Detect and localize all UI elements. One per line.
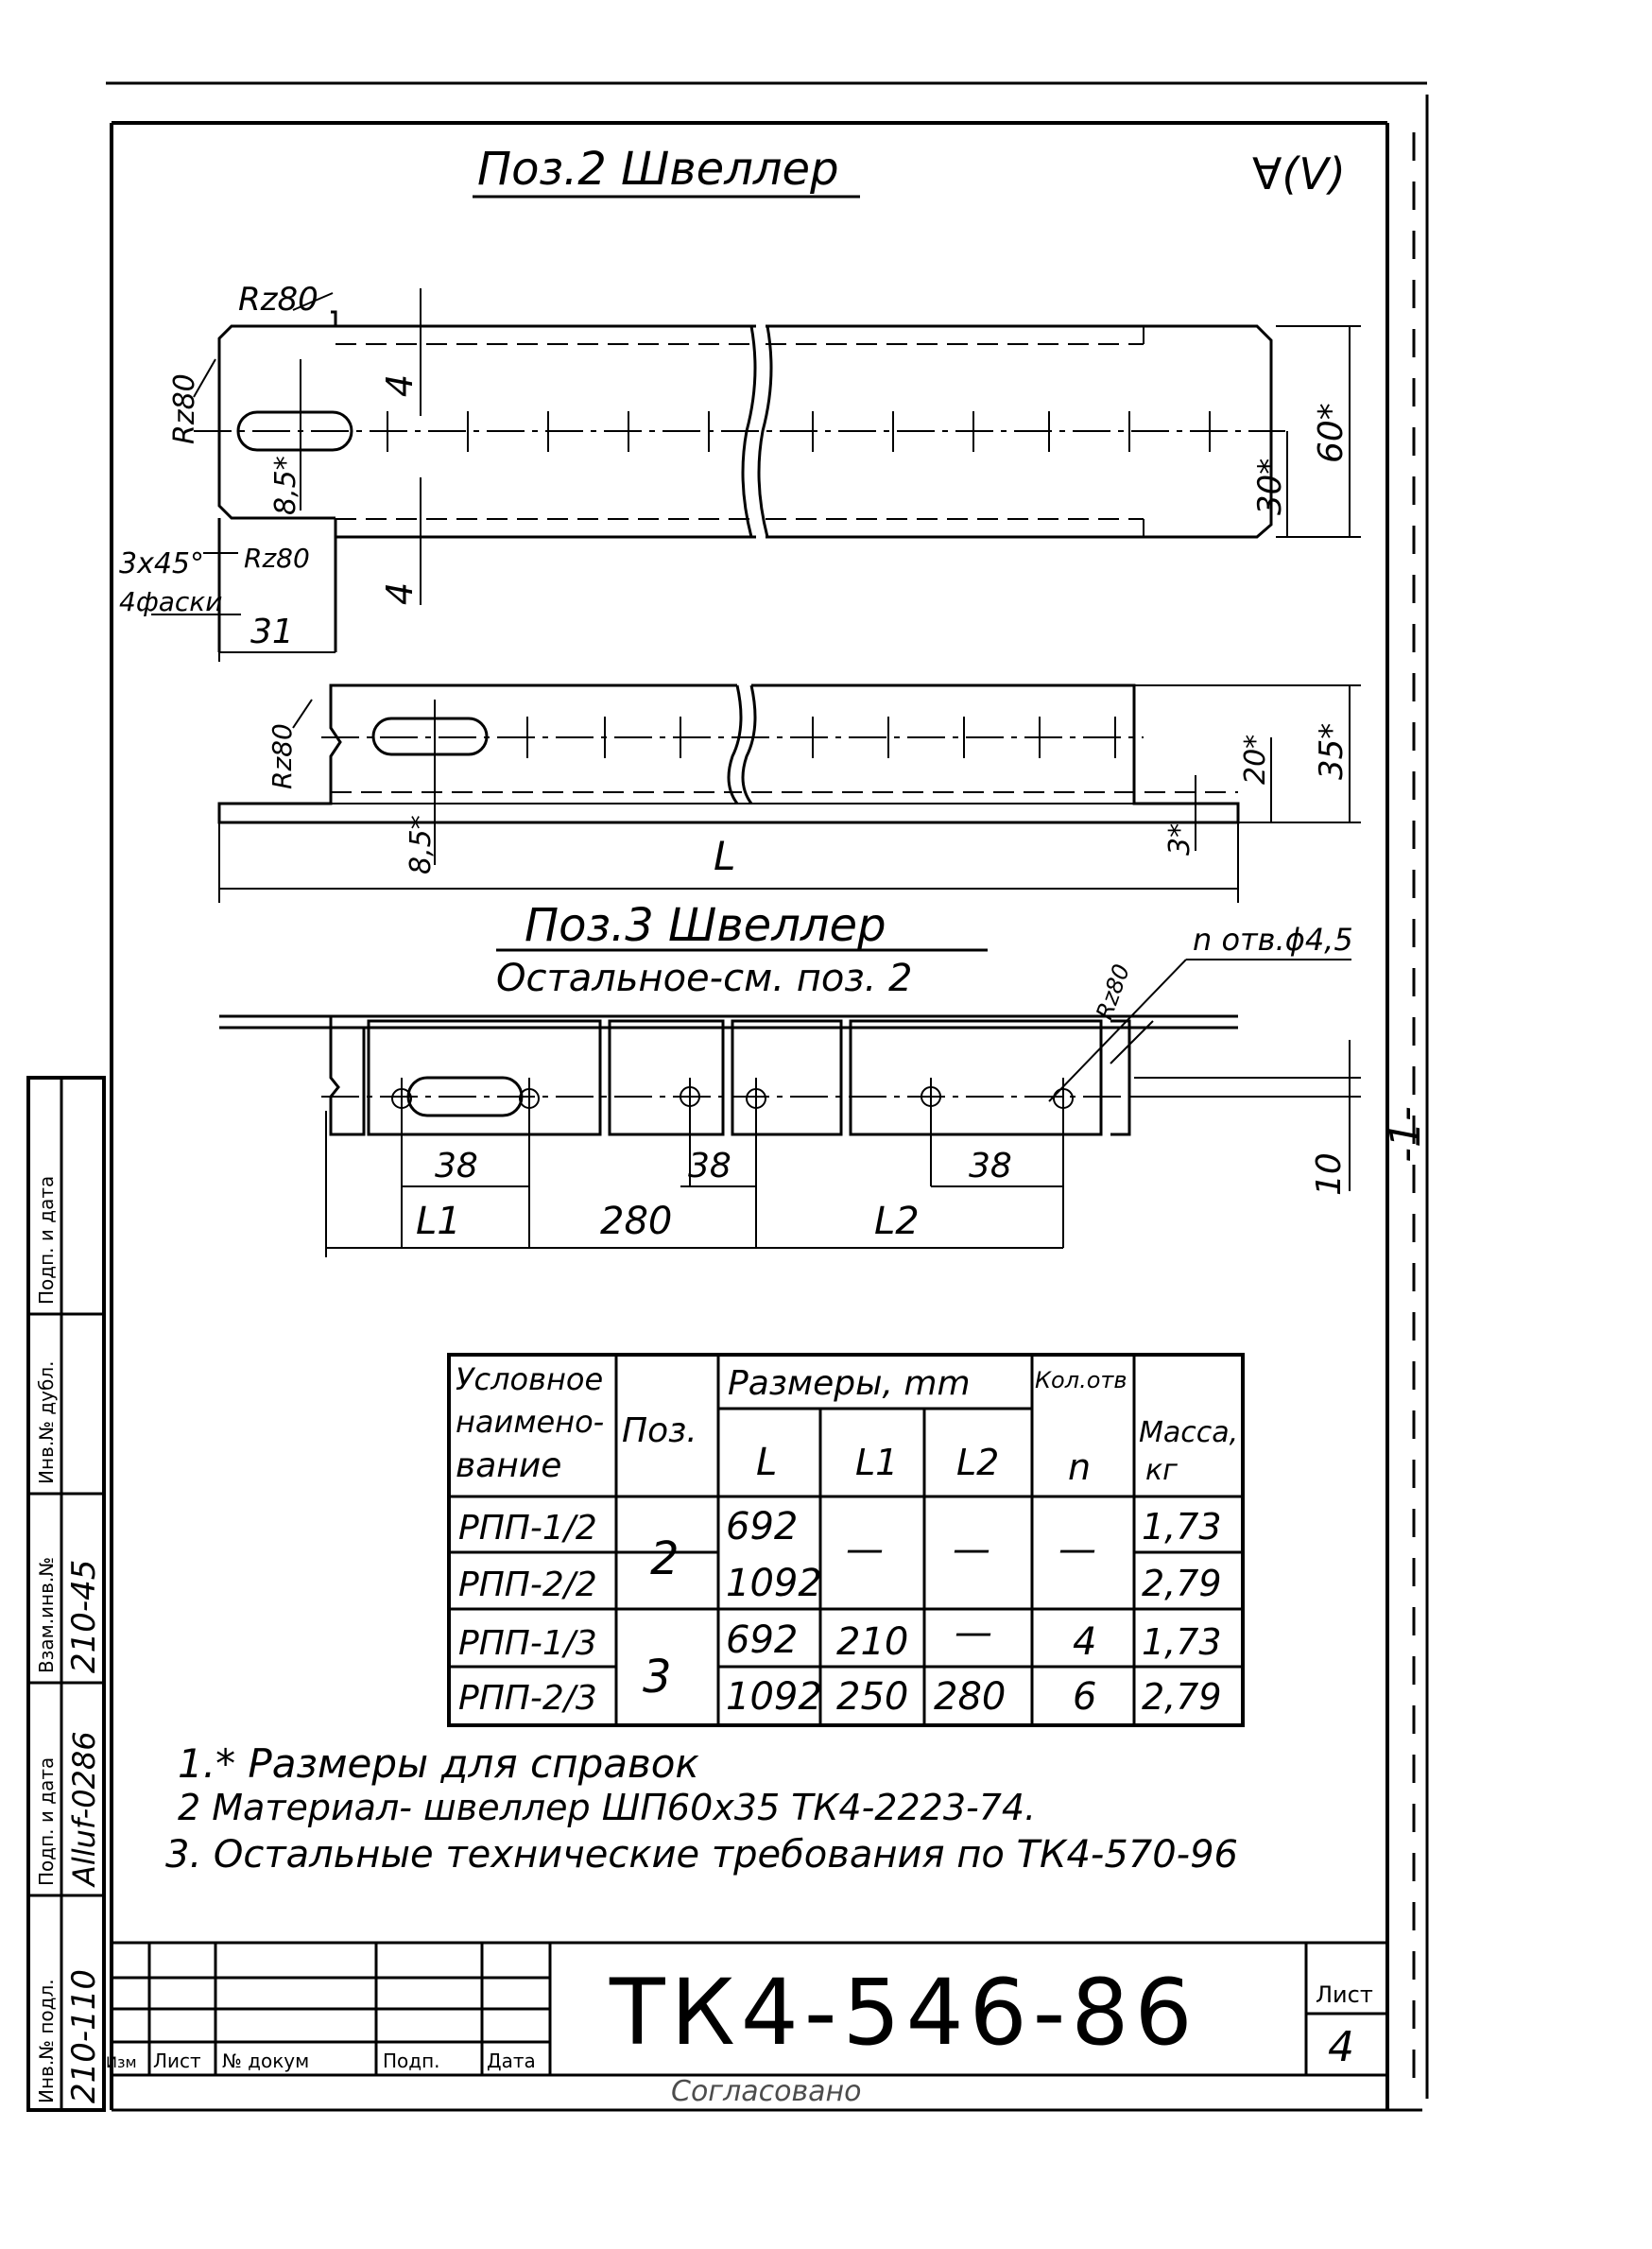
row3-l1: 210 <box>836 1620 908 1664</box>
stamp-sign-value: Alluf-0286 <box>66 1731 102 1888</box>
th-mass-2: кг <box>1145 1454 1178 1487</box>
row3-name: РПП-1/3 <box>458 1624 597 1663</box>
frame-mark: -1- <box>1382 1106 1430 1163</box>
row1-name: РПП-1/2 <box>458 1509 597 1548</box>
rz-top-label: Rz80 <box>238 281 318 319</box>
dim-38-a: 38 <box>435 1147 478 1185</box>
pos3-subtitle: Остальное-см. поз. 2 <box>496 957 912 1000</box>
row2-mass: 2,79 <box>1142 1563 1222 1604</box>
pos2-side-view <box>217 683 1361 903</box>
th-n: n <box>1068 1446 1091 1488</box>
dim-38-c: 38 <box>969 1147 1012 1185</box>
row4-mass: 2,79 <box>1142 1676 1222 1718</box>
dim-20: 20* <box>1239 735 1272 785</box>
row3-l2: — <box>955 1611 992 1654</box>
row1-l: 692 <box>726 1505 798 1548</box>
dim-8-5-a: 8,5* <box>269 456 302 515</box>
spec-table <box>447 1353 1245 1727</box>
dim-60: 60* <box>1312 403 1351 463</box>
dim-31: 31 <box>250 613 294 651</box>
pos2-top-view <box>151 288 1361 662</box>
dim-3: 3* <box>1163 823 1196 856</box>
pos3-rz-label: Rz80 <box>1091 960 1135 1023</box>
side-stamp <box>26 1076 106 2112</box>
stamp-sign-date-2-label: Подп. и дата <box>35 1176 58 1305</box>
dim-280: 280 <box>600 1200 672 1243</box>
row4-l: 1092 <box>726 1675 822 1719</box>
th-pos: Поз. <box>622 1411 697 1450</box>
rz-bottom-label: Rz80 <box>244 543 310 574</box>
th-l1: L1 <box>855 1442 898 1483</box>
stamp-replace-value: 210-45 <box>65 1560 103 1673</box>
col-list: Лист <box>153 2050 201 2072</box>
note-1: 1.* Размеры для справок <box>178 1740 699 1787</box>
stamp-sign-date-1-label: Подп. и дата <box>35 1757 58 1886</box>
chamfer-note: 4фаски <box>119 586 222 617</box>
stamp-inv-dup-label: Инв.№ дубл. <box>35 1361 58 1484</box>
dim-4-bottom: 4 <box>379 582 421 605</box>
stamp-inv-orig-label: Инв.№ подл. <box>35 1979 58 2103</box>
sheet-label: Лист <box>1316 1981 1373 2008</box>
holes-note: n отв.ϕ4,5 <box>1193 922 1353 958</box>
stamp-inv-orig-value: 210-110 <box>65 1969 103 2103</box>
col-sign: Подп. <box>383 2050 440 2072</box>
pos3-view <box>219 1014 1361 1257</box>
row2-l: 1092 <box>726 1562 822 1605</box>
note-3: 3. Остальные технические требования по Т… <box>165 1833 1238 1877</box>
row4-l1: 250 <box>836 1675 908 1719</box>
th-name-3: вание <box>456 1446 561 1485</box>
th-l: L <box>756 1441 777 1484</box>
sheet-number: 4 <box>1328 2023 1354 2071</box>
dim-38-b: 38 <box>688 1147 731 1185</box>
title-block <box>112 1941 1387 2077</box>
row1-mass: 1,73 <box>1142 1506 1222 1548</box>
note-2: 2 Материал- швеллер ШП60х35 ТК4-2223-74. <box>178 1787 1036 1828</box>
th-l2: L2 <box>956 1442 999 1483</box>
roughness-mark: ∀(V) <box>1252 148 1346 199</box>
th-mass-1: Масса, <box>1139 1416 1238 1449</box>
row3-mass: 1,73 <box>1142 1621 1222 1663</box>
doc-number: ТК4-546-86 <box>609 1960 1198 2066</box>
merged-dash-l2: — <box>953 1528 990 1571</box>
col-date: Дата <box>487 2050 536 2072</box>
dim-35: 35* <box>1313 723 1351 780</box>
dim-l1: L1 <box>416 1200 461 1243</box>
row2-name: РПП-2/2 <box>458 1566 597 1604</box>
dim-4-top: 4 <box>379 374 421 397</box>
merged-dash-l1: — <box>846 1528 884 1571</box>
dim-l2: L2 <box>874 1200 920 1243</box>
frame <box>106 81 1429 2112</box>
rz-left-label: Rz80 <box>168 373 201 444</box>
row4-name: РПП-2/3 <box>458 1679 597 1718</box>
th-name-2: наимено- <box>456 1404 604 1440</box>
merged-dash-n: — <box>1058 1528 1096 1571</box>
dim-30: 30* <box>1251 458 1289 515</box>
length-label: L <box>714 833 735 879</box>
chamfer-label: 3x45° <box>119 547 204 580</box>
th-sizes: Размеры, mm <box>728 1364 971 1403</box>
rz-side-label: Rz80 <box>267 723 298 789</box>
merged-pos-b: 3 <box>643 1651 672 1704</box>
merged-pos-a: 2 <box>650 1532 680 1585</box>
row4-n: 6 <box>1073 1675 1096 1719</box>
row3-l: 692 <box>726 1618 798 1662</box>
col-izm: Изм <box>106 2053 137 2071</box>
dim-8-5-b: 8,5* <box>404 815 438 874</box>
pos2-title: Поз.2 Швеллер <box>477 143 839 196</box>
stamp-replace-label: Взам.инв.№ <box>35 1557 58 1673</box>
dim-10: 10 <box>1310 1152 1349 1196</box>
pos3-title: Поз.3 Швеллер <box>525 899 886 952</box>
row3-n: 4 <box>1073 1620 1096 1664</box>
bottom-caption: Согласовано <box>671 2075 862 2108</box>
row4-l2: 280 <box>934 1675 1006 1719</box>
th-holes: Кол.отв <box>1035 1367 1127 1393</box>
th-name-1: Условное <box>456 1361 603 1397</box>
col-doc: № докум <box>222 2050 309 2072</box>
